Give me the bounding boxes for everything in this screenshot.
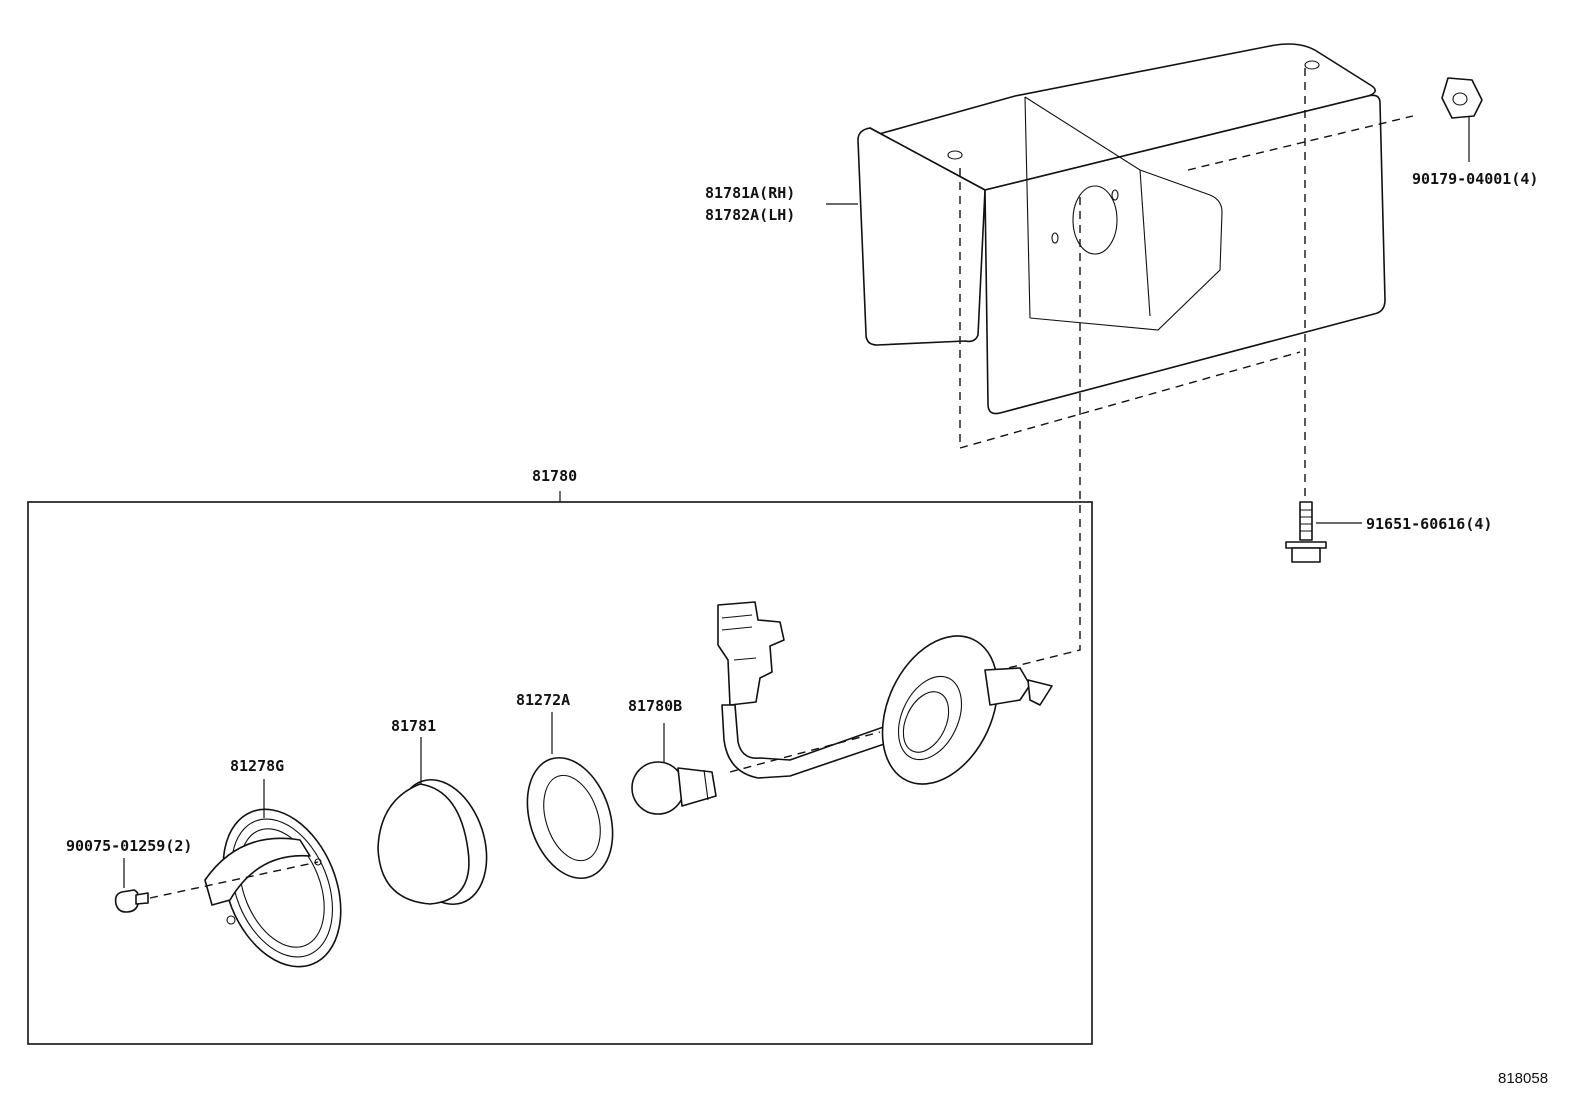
label-gasket: 81272A [516,691,570,709]
screw-axis [149,861,319,899]
label-lens: 81781 [391,717,436,735]
mounting-bracket [857,43,1414,669]
label-bracket-lh: 81782A(LH) [705,206,795,224]
gasket [526,756,614,880]
label-assembly: 81780 [532,467,577,485]
bulb [631,761,717,815]
label-rim: 81278G [230,757,284,775]
label-bracket-rh: 81781A(RH) [705,184,795,202]
screw [114,889,149,913]
flange-nut [1441,77,1483,119]
label-bolt: 91651-60616(4) [1366,515,1492,533]
bulb-axis [729,731,881,773]
lens [377,778,488,906]
flange-bolt [1285,501,1327,563]
socket-harness [717,601,1053,785]
label-bulb: 81780B [628,697,682,715]
rim [204,808,342,968]
label-nut: 90179-04001(4) [1412,170,1538,188]
label-screw: 90075-01259(2) [66,837,192,855]
reference-code: 818058 [1498,1070,1548,1087]
